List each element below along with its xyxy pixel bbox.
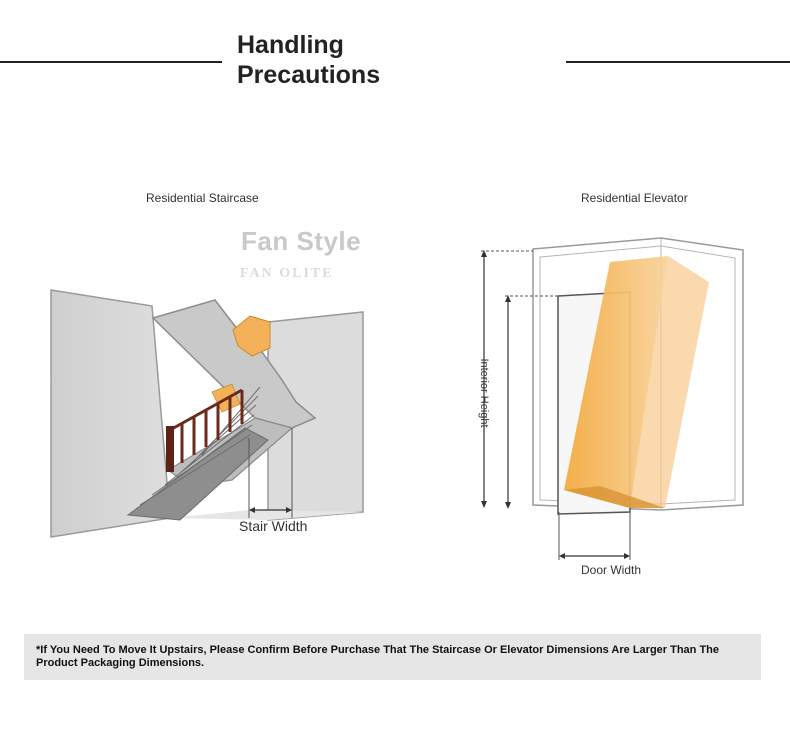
page-title-line-1: Handling (237, 31, 344, 59)
floor-shadow (170, 510, 363, 520)
box-on-stairs-upper (232, 315, 271, 357)
elevator-illustration (481, 237, 744, 560)
newel-post (166, 426, 174, 472)
interior-height-arrowhead-bottom (481, 501, 487, 508)
page-title-line-2: Precautions (237, 61, 381, 89)
tilted-box-side (630, 256, 709, 508)
tilted-box-front (564, 256, 668, 508)
elevator-label: Residential Elevator (581, 191, 688, 205)
door-height-arrowhead-bottom (505, 502, 511, 509)
stair-width-label: Stair Width (239, 518, 308, 534)
door-height-arrowhead-top (505, 295, 511, 302)
purchase-note-text: *If You Need To Move It Upstairs, Please… (36, 644, 720, 669)
door-width-arrowhead-right (624, 553, 630, 559)
tilted-box-bottom (564, 486, 665, 508)
stair-width-arrowhead-right (286, 507, 292, 513)
staircase-illustration (50, 289, 364, 538)
interior-height-label: Interior Height (478, 358, 490, 428)
interior-height-arrowhead-top (481, 250, 487, 257)
watermark-title: Fan Style (241, 226, 362, 256)
stair-width-arrowhead-left (249, 507, 255, 513)
door-width-arrowhead-left (559, 553, 565, 559)
watermark-subtitle: FAN OLITE (240, 266, 334, 281)
door-width-label: Door Width (581, 563, 642, 577)
purchase-note: *If You Need To Move It Upstairs, Please… (24, 634, 761, 680)
staircase-label: Residential Staircase (146, 191, 259, 205)
title-rule-right (566, 61, 790, 63)
title-rule-left (0, 61, 222, 63)
page-title: Handling Precautions (237, 30, 557, 90)
